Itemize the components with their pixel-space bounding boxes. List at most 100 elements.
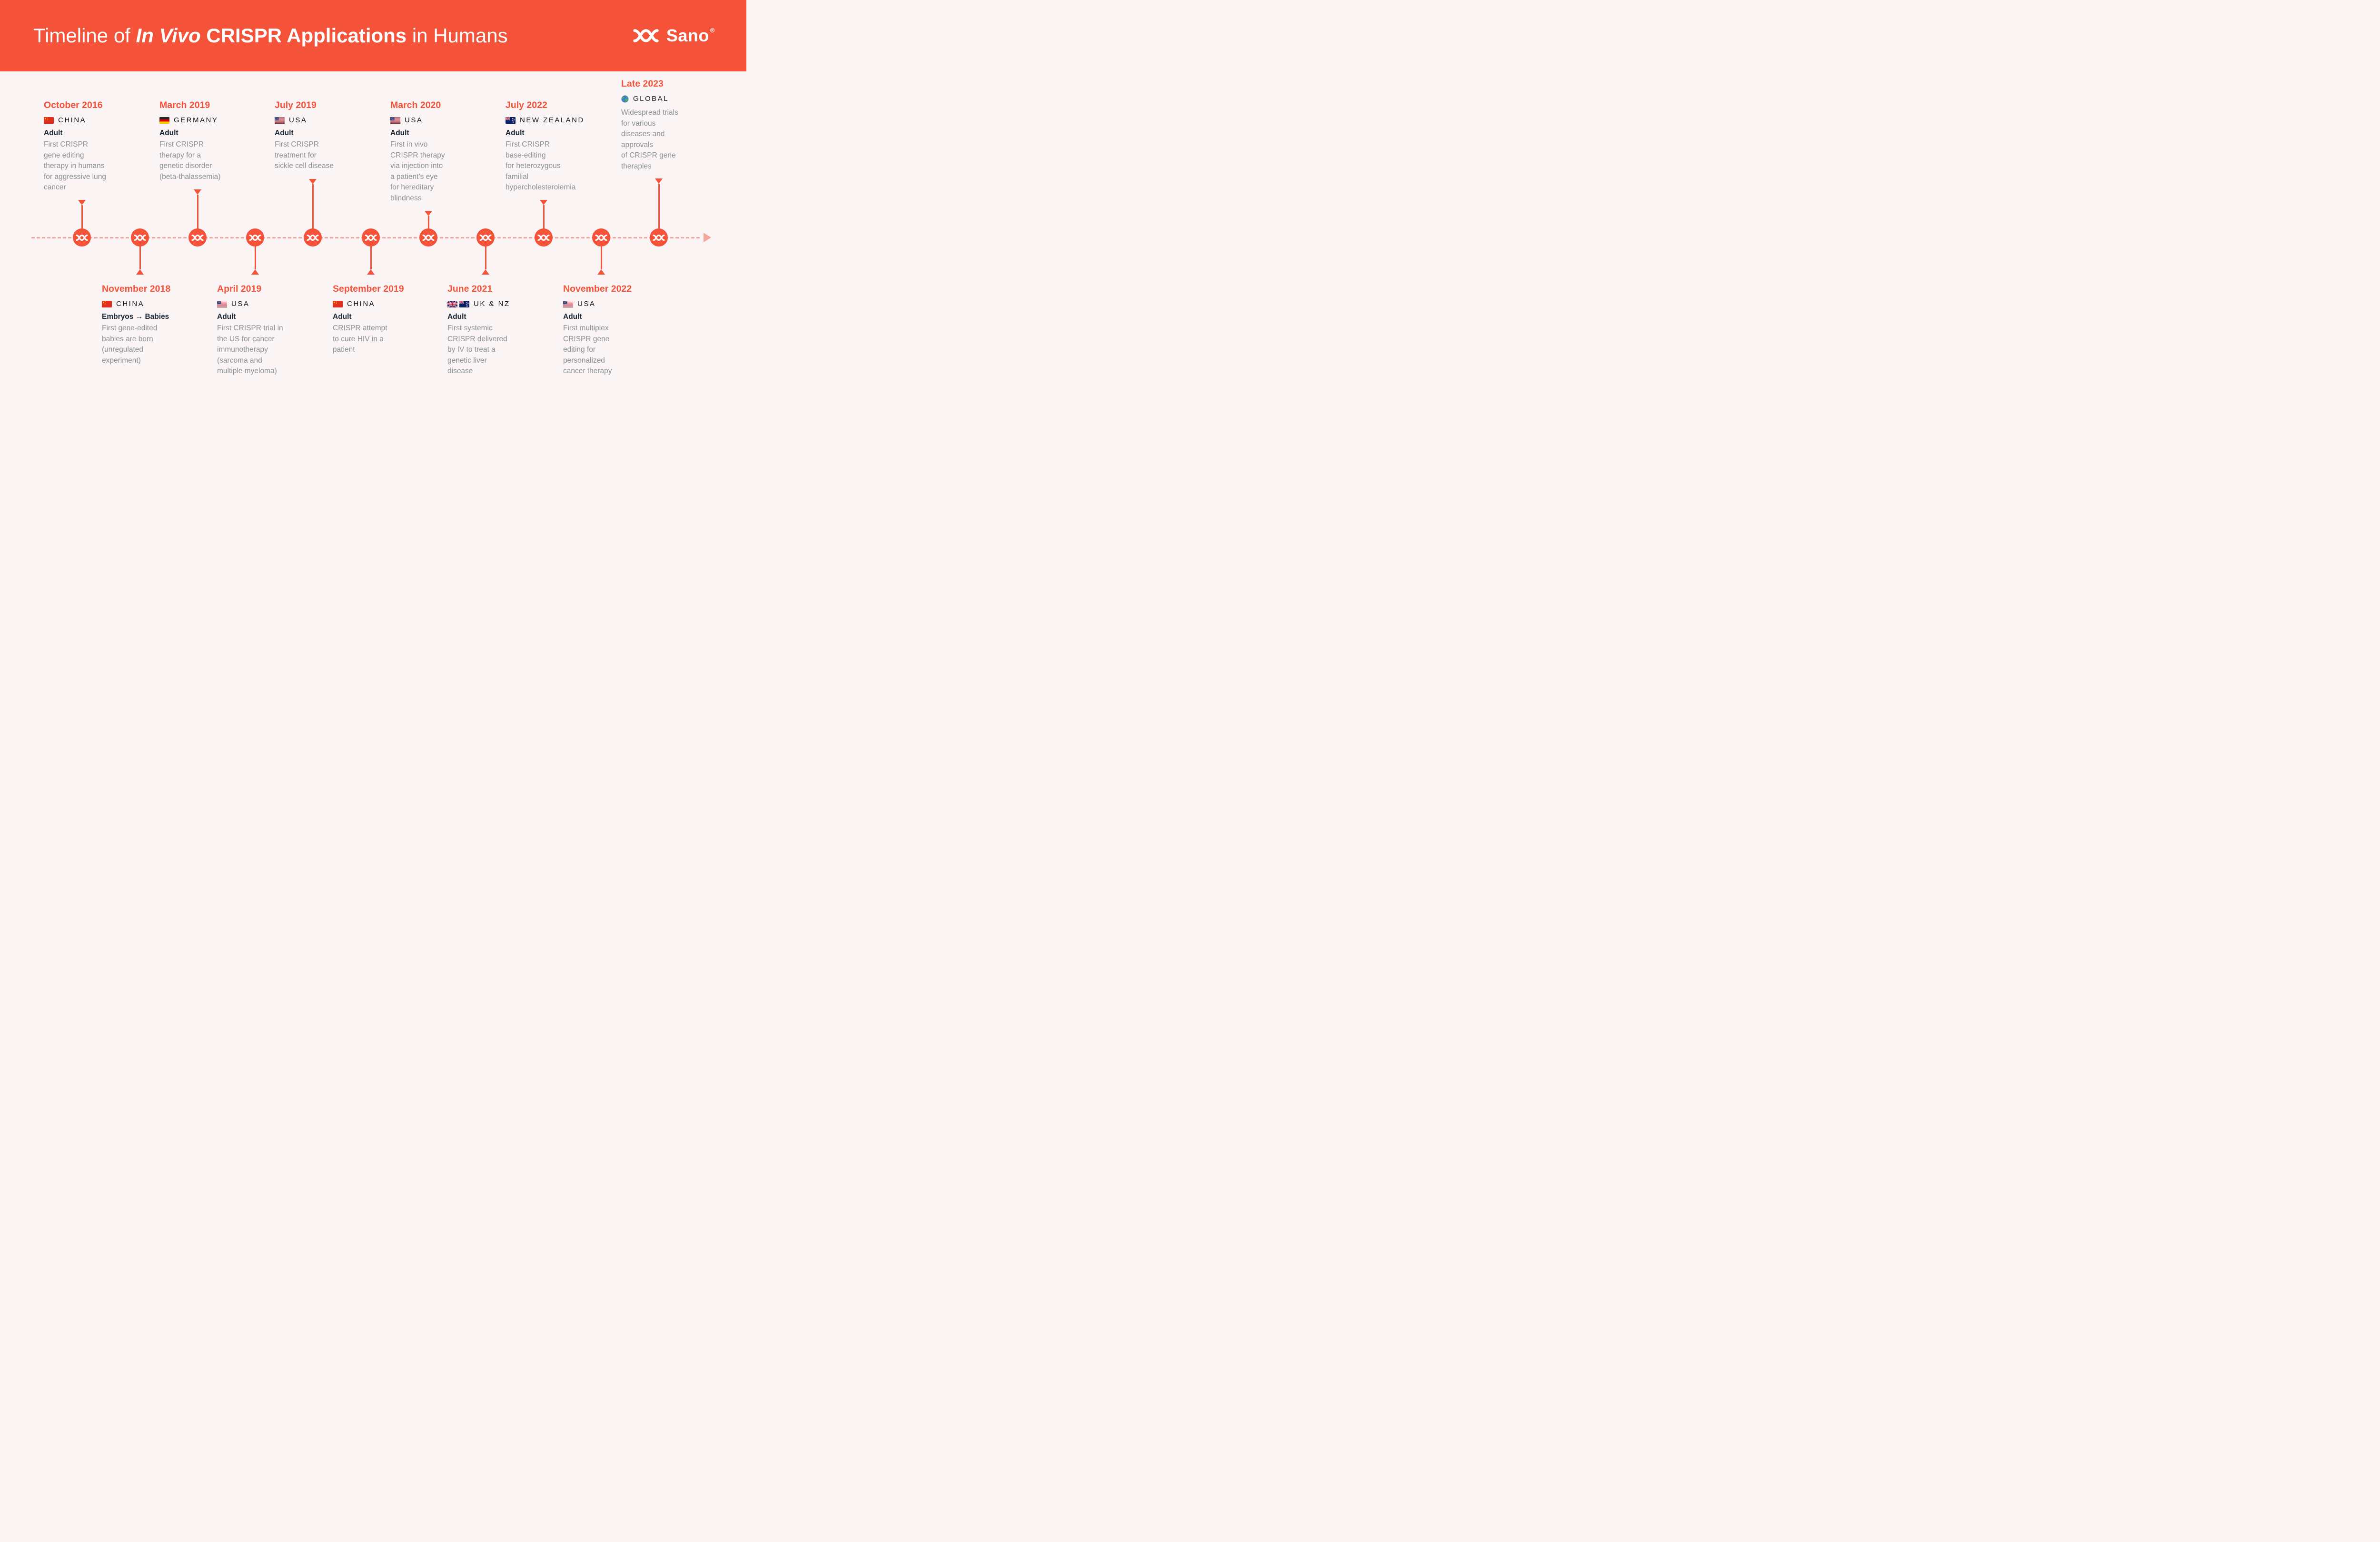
connector-line xyxy=(139,237,141,269)
brand-logo: Sano ® xyxy=(633,26,715,46)
event-country-label: UK & NZ xyxy=(474,300,510,308)
title-part: in Humans xyxy=(407,24,508,47)
registered-mark: ® xyxy=(710,27,715,34)
page-title: Timeline of In Vivo CRISPR Applications … xyxy=(33,24,508,47)
dna-helix-icon xyxy=(653,234,665,241)
event-country-label: GERMANY xyxy=(174,116,218,124)
event-description: First systemic CRISPR delivered by IV to… xyxy=(447,324,507,375)
timeline-node xyxy=(650,228,668,247)
timeline-node xyxy=(188,228,207,247)
event-description: CRISPR attempt to cure HIV in a patient xyxy=(333,324,387,354)
event-july-2019: July 2019 USA Adult First CRISPR treatme… xyxy=(275,100,360,172)
connector-line xyxy=(658,184,660,238)
dna-helix-icon xyxy=(249,234,261,241)
event-description: Widespread trials for various diseases a… xyxy=(621,109,678,170)
event-description: First CRISPR trial in the US for cancer … xyxy=(217,324,283,375)
event-subject: Adult xyxy=(563,313,582,321)
connector-arrow-icon xyxy=(482,269,489,275)
dna-helix-icon xyxy=(365,234,377,241)
connector-arrow-icon xyxy=(78,200,86,205)
event-connector xyxy=(597,237,605,275)
title-part xyxy=(201,24,207,47)
timeline-node xyxy=(246,228,264,247)
event-country: CHINA xyxy=(333,300,416,308)
event-connector xyxy=(655,178,663,238)
event-subject: Adult xyxy=(44,129,63,137)
event-march-2019: March 2019 GERMANY Adult First CRISPR th… xyxy=(159,100,245,182)
connector-arrow-icon xyxy=(597,269,605,275)
event-country: USA xyxy=(275,116,360,124)
event-april-2019: April 2019 USA Adult First CRISPR trial … xyxy=(217,284,307,377)
event-subject: Adult xyxy=(506,129,525,137)
china-flag-icon xyxy=(44,117,54,124)
header-banner: Timeline of In Vivo CRISPR Applications … xyxy=(0,0,746,71)
connector-arrow-icon xyxy=(367,269,375,275)
connector-arrow-icon xyxy=(425,211,432,216)
event-connector xyxy=(136,237,144,275)
connector-line xyxy=(197,195,198,238)
event-country-label: USA xyxy=(231,300,250,308)
connector-line xyxy=(370,237,372,269)
event-country: USA xyxy=(390,116,469,124)
timeline-node xyxy=(476,228,495,247)
event-date: November 2018 xyxy=(102,284,171,294)
dna-helix-icon xyxy=(595,234,607,241)
event-country: GERMANY xyxy=(159,116,245,124)
event-country: GLOBAL xyxy=(621,95,702,103)
usa-flag-icon xyxy=(275,117,285,124)
connector-line xyxy=(543,205,545,238)
event-country: USA xyxy=(217,300,307,308)
event-connector xyxy=(367,237,375,275)
usa-flag-icon xyxy=(217,300,227,307)
event-description: First multiplex CRISPR gene editing for … xyxy=(563,324,612,375)
event-country-label: NEW ZEALAND xyxy=(520,116,585,124)
connector-arrow-icon xyxy=(655,178,663,184)
event-country-label: CHINA xyxy=(347,300,376,308)
nz-flag-icon xyxy=(459,300,469,307)
event-november-2022: November 2022 USA Adult First multiplex … xyxy=(563,284,649,377)
connector-line xyxy=(600,237,602,269)
connector-arrow-icon xyxy=(540,200,547,205)
connector-arrow-icon xyxy=(309,179,317,184)
connector-line xyxy=(485,237,486,269)
event-date: September 2019 xyxy=(333,284,404,294)
event-country-label: USA xyxy=(577,300,596,308)
event-june-2021: June 2021 UK & NZ Adult First systemic C… xyxy=(447,284,533,377)
event-country: CHINA xyxy=(102,300,188,308)
dna-helix-icon xyxy=(633,29,659,42)
event-november-2018: November 2018 CHINA Embryos → Babies Fir… xyxy=(102,284,188,366)
connector-arrow-icon xyxy=(136,269,144,275)
event-date: April 2019 xyxy=(217,284,262,294)
event-description: First CRISPR base-editing for heterozygo… xyxy=(506,140,576,191)
event-july-2022: July 2022 NEW ZEALAND Adult First CRISPR… xyxy=(506,100,603,193)
title-part: Timeline of xyxy=(33,24,136,47)
connector-arrow-icon xyxy=(194,189,201,195)
event-date: July 2019 xyxy=(275,100,317,110)
event-country: CHINA xyxy=(44,116,134,124)
event-country: UK & NZ xyxy=(447,300,533,308)
event-description: First CRISPR treatment for sickle cell d… xyxy=(275,140,334,170)
event-date: June 2021 xyxy=(447,284,493,294)
connector-line xyxy=(254,237,256,269)
brand-name: Sano ® xyxy=(666,26,715,46)
event-country-label: GLOBAL xyxy=(633,95,669,103)
event-late-2023: Late 2023 GLOBAL Widespread trials for v… xyxy=(621,79,702,172)
dna-helix-icon xyxy=(76,234,88,241)
event-subject: Adult xyxy=(217,313,236,321)
dna-helix-icon xyxy=(134,234,146,241)
globe-icon xyxy=(621,95,629,103)
event-date: July 2022 xyxy=(506,100,547,110)
usa-flag-icon xyxy=(390,117,400,124)
event-subject: Adult xyxy=(333,313,352,321)
title-part: CRISPR Applications xyxy=(206,24,407,47)
dna-helix-icon xyxy=(537,234,550,241)
title-part: In Vivo xyxy=(136,24,201,47)
event-september-2019: September 2019 CHINA Adult CRISPR attemp… xyxy=(333,284,416,356)
connector-line xyxy=(81,205,83,238)
event-country: NEW ZEALAND xyxy=(506,116,603,124)
dna-helix-icon xyxy=(479,234,492,241)
uk-flag-icon xyxy=(447,300,457,307)
event-description: First gene-edited babies are born (unreg… xyxy=(102,324,158,365)
brand-name-text: Sano xyxy=(666,26,709,45)
event-description: First CRISPR gene editing therapy in hum… xyxy=(44,140,106,191)
